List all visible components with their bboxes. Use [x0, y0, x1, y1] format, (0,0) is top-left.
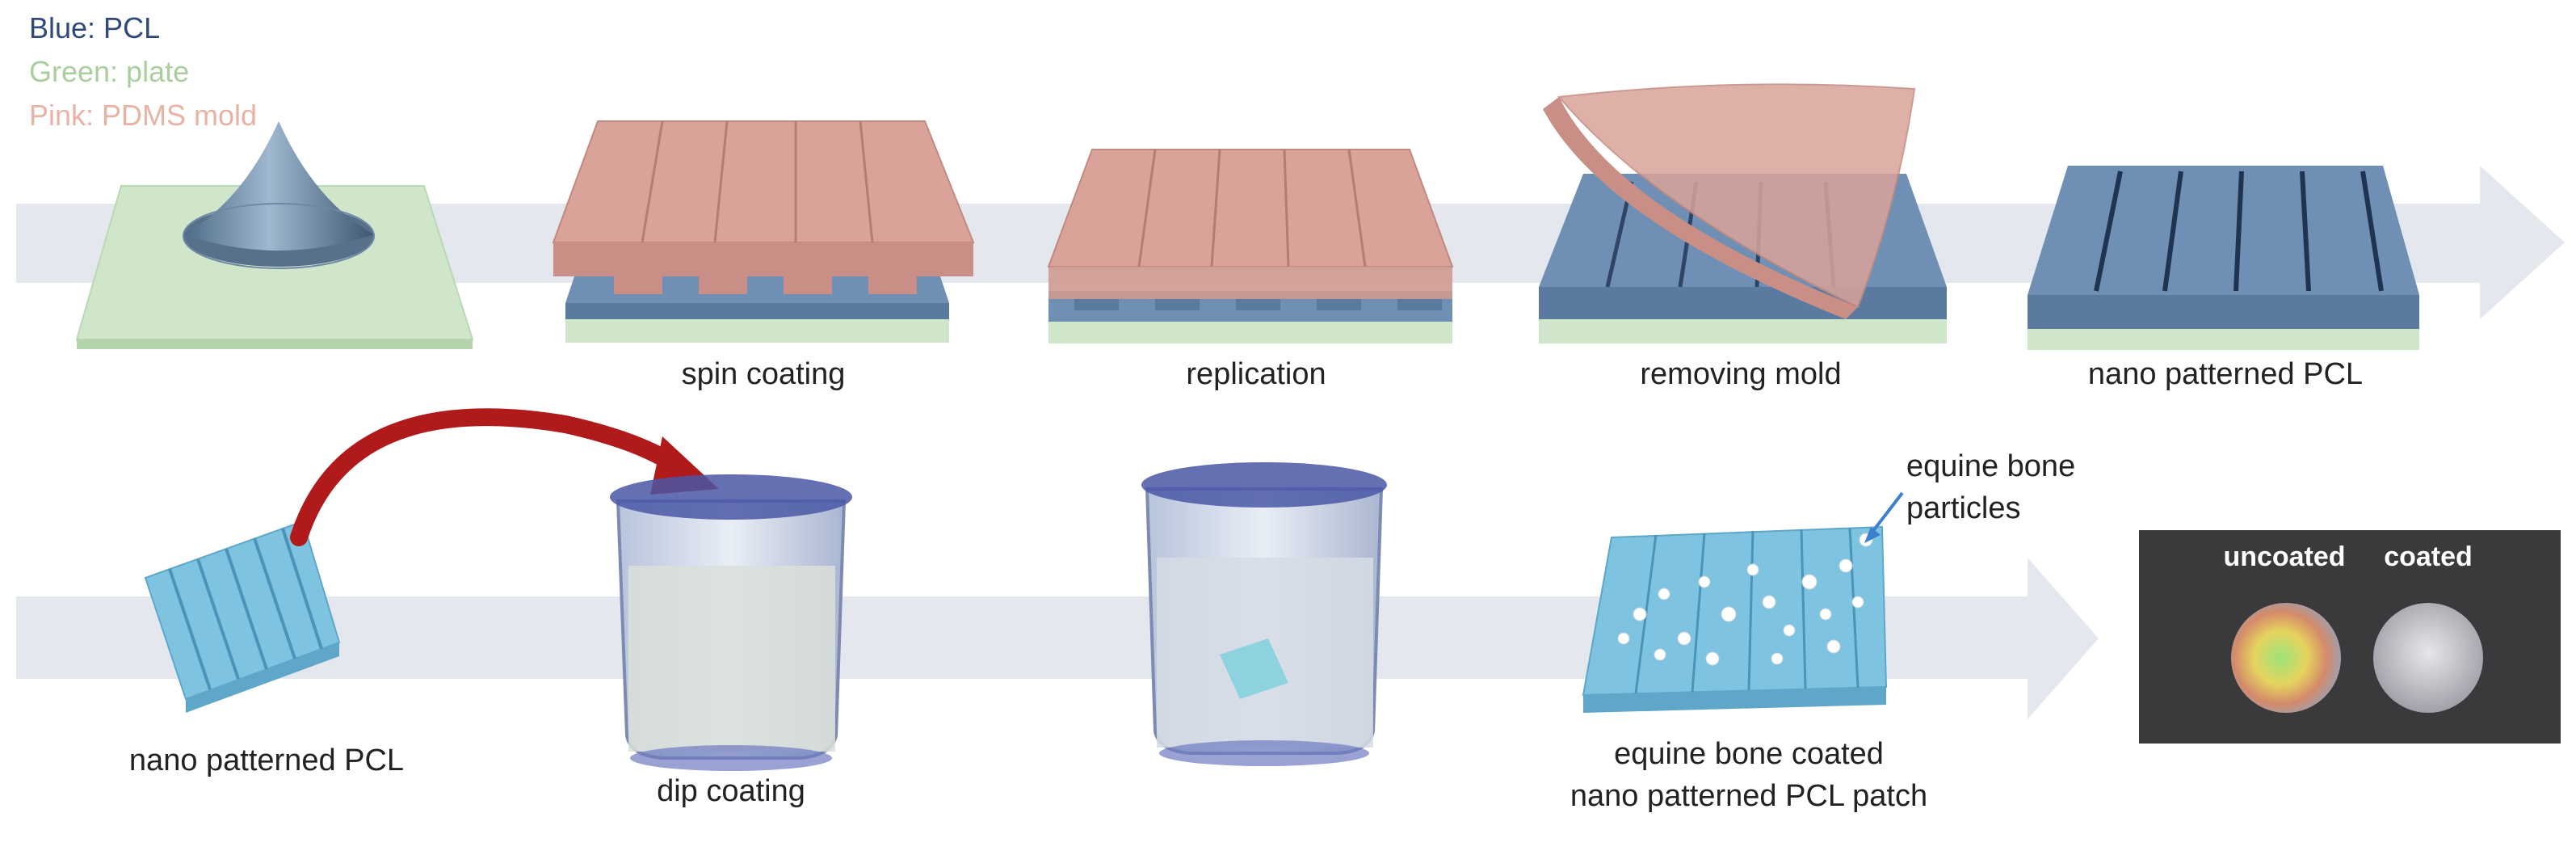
sample-photo: uncoated coated — [2139, 530, 2561, 744]
pcl-drop-on-plate — [75, 121, 474, 349]
particles-callout-arrowhead — [1864, 527, 1881, 543]
replication-illustration — [1047, 149, 1454, 343]
spin-coating-illustration — [552, 120, 975, 343]
photo-label-uncoated: uncoated — [2223, 541, 2346, 572]
step-label-replication: replication — [1186, 357, 1326, 391]
result-label-line2: nano patterned PCL patch — [1570, 779, 1928, 813]
nano-patterned-pcl-sheet — [144, 520, 341, 713]
legend-green: Green: plate — [29, 55, 190, 88]
callout-label-line2: particles — [1906, 491, 2021, 525]
dip-coating-beaker — [610, 474, 852, 771]
start-label-nano-patterned-pcl: nano patterned PCL — [128, 744, 405, 777]
sample-discs — [2231, 603, 2483, 713]
step-label-spin-coating: spin coating — [681, 357, 846, 391]
legend-pink: Pink: PDMS mold — [29, 99, 258, 132]
step-label-removing-mold: removing mold — [1640, 357, 1842, 391]
legend-blue: Blue: PCL — [29, 11, 161, 44]
step-label-nano-patterned-pcl: nano patterned PCL — [2087, 357, 2364, 391]
coated-disc — [2373, 603, 2483, 713]
photo-label-coated: coated — [2384, 541, 2473, 572]
coating-beaker — [1141, 462, 1387, 766]
process-arrow-row2 — [16, 558, 2099, 719]
removing-mold-illustration — [1539, 83, 1947, 343]
dip-coating-label: dip coating — [657, 774, 805, 808]
particles-callout-line — [1868, 491, 1904, 537]
uncoated-disc — [2231, 603, 2341, 713]
result-label-line1: equine bone coated — [1614, 737, 1884, 771]
coated-pcl-patch — [1582, 525, 1888, 713]
callout-label-line1: equine bone — [1906, 449, 2076, 483]
nano-patterned-pcl-illustration — [2028, 166, 2419, 350]
